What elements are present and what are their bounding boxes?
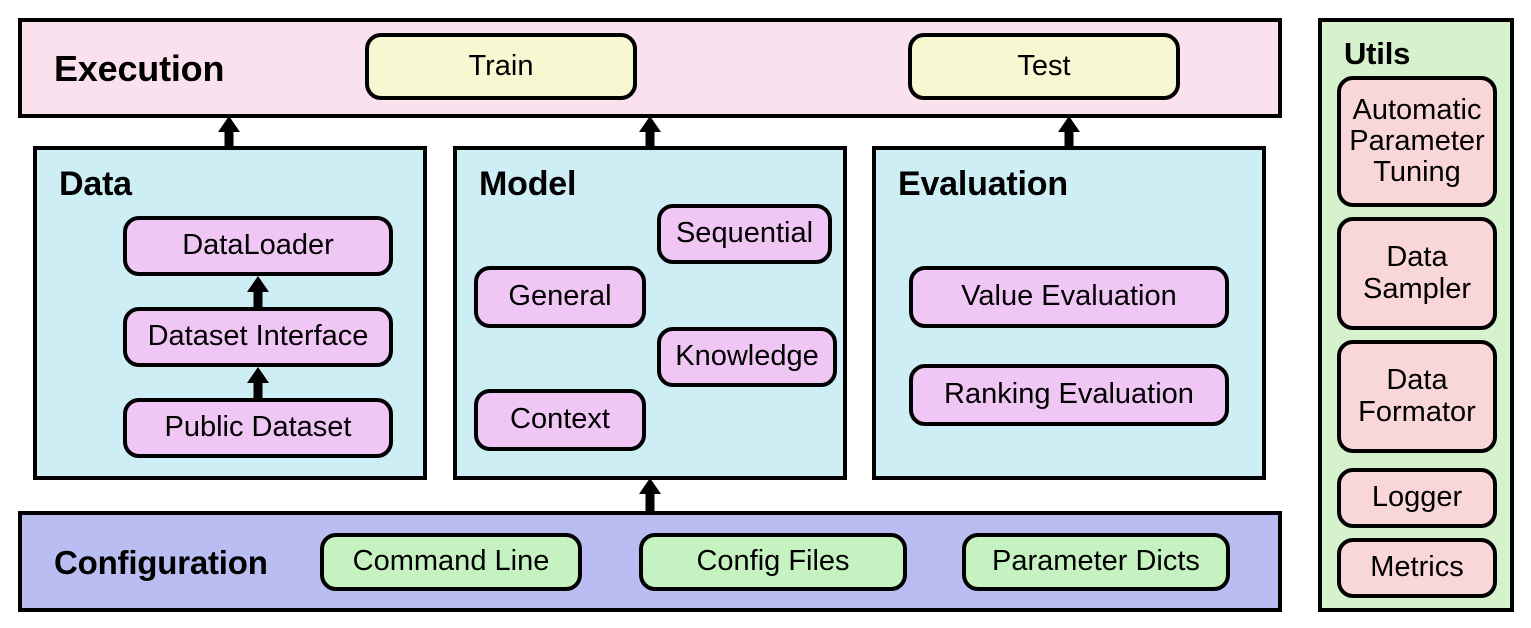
arrow-data-to-execution [217,116,241,147]
configuration-node-config-files[interactable]: Config Files [639,533,907,591]
arrow-shaft [1064,126,1074,147]
arrow-shaft [224,126,234,147]
arrow-configuration-to-model [638,478,662,511]
arrow-shaft [645,488,655,511]
model-node-sequential[interactable]: Sequential [657,204,832,264]
arrow-dataset-interface-to-dataloader [246,276,270,308]
configuration-node-command-line[interactable]: Command Line [320,533,582,591]
data-node-dataloader[interactable]: DataLoader [123,216,393,276]
configuration-panel-title: Configuration [54,544,268,581]
evaluation-node-ranking-evaluation[interactable]: Ranking Evaluation [909,364,1229,426]
evaluation-node-value-evaluation[interactable]: Value Evaluation [909,266,1229,328]
model-panel-title: Model [479,165,577,203]
arrow-shaft [253,286,263,308]
configuration-node-parameter-dicts[interactable]: Parameter Dicts [962,533,1230,591]
arrow-evaluation-to-execution [1057,116,1081,147]
execution-node-test[interactable]: Test [908,33,1180,100]
arrow-head-icon [247,276,269,292]
model-node-general[interactable]: General [474,266,646,328]
data-node-dataset-interface[interactable]: Dataset Interface [123,307,393,367]
arrow-head-icon [218,116,240,132]
utils-node-data-formator[interactable]: Data Formator [1337,340,1497,453]
model-node-context[interactable]: Context [474,389,646,451]
utils-node-data-sampler[interactable]: Data Sampler [1337,217,1497,330]
data-panel-title: Data [59,165,132,203]
arrow-model-to-execution [638,116,662,147]
arrow-shaft [645,126,655,147]
data-node-public-dataset[interactable]: Public Dataset [123,398,393,458]
arrow-head-icon [247,367,269,383]
utils-node-metrics[interactable]: Metrics [1337,538,1497,598]
utils-node-logger[interactable]: Logger [1337,468,1497,528]
execution-node-train[interactable]: Train [365,33,637,100]
arrow-shaft [253,377,263,399]
arrow-head-icon [639,478,661,494]
arrow-head-icon [1058,116,1080,132]
execution-panel-title: Execution [54,48,225,89]
utils-node-automatic-parameter-tuning[interactable]: Automatic Parameter Tuning [1337,76,1497,207]
evaluation-panel-title: Evaluation [898,165,1068,203]
arrow-head-icon [639,116,661,132]
utils-panel-title: Utils [1344,36,1411,71]
arrow-public-dataset-to-dataset-interface [246,367,270,399]
model-node-knowledge[interactable]: Knowledge [657,327,837,387]
